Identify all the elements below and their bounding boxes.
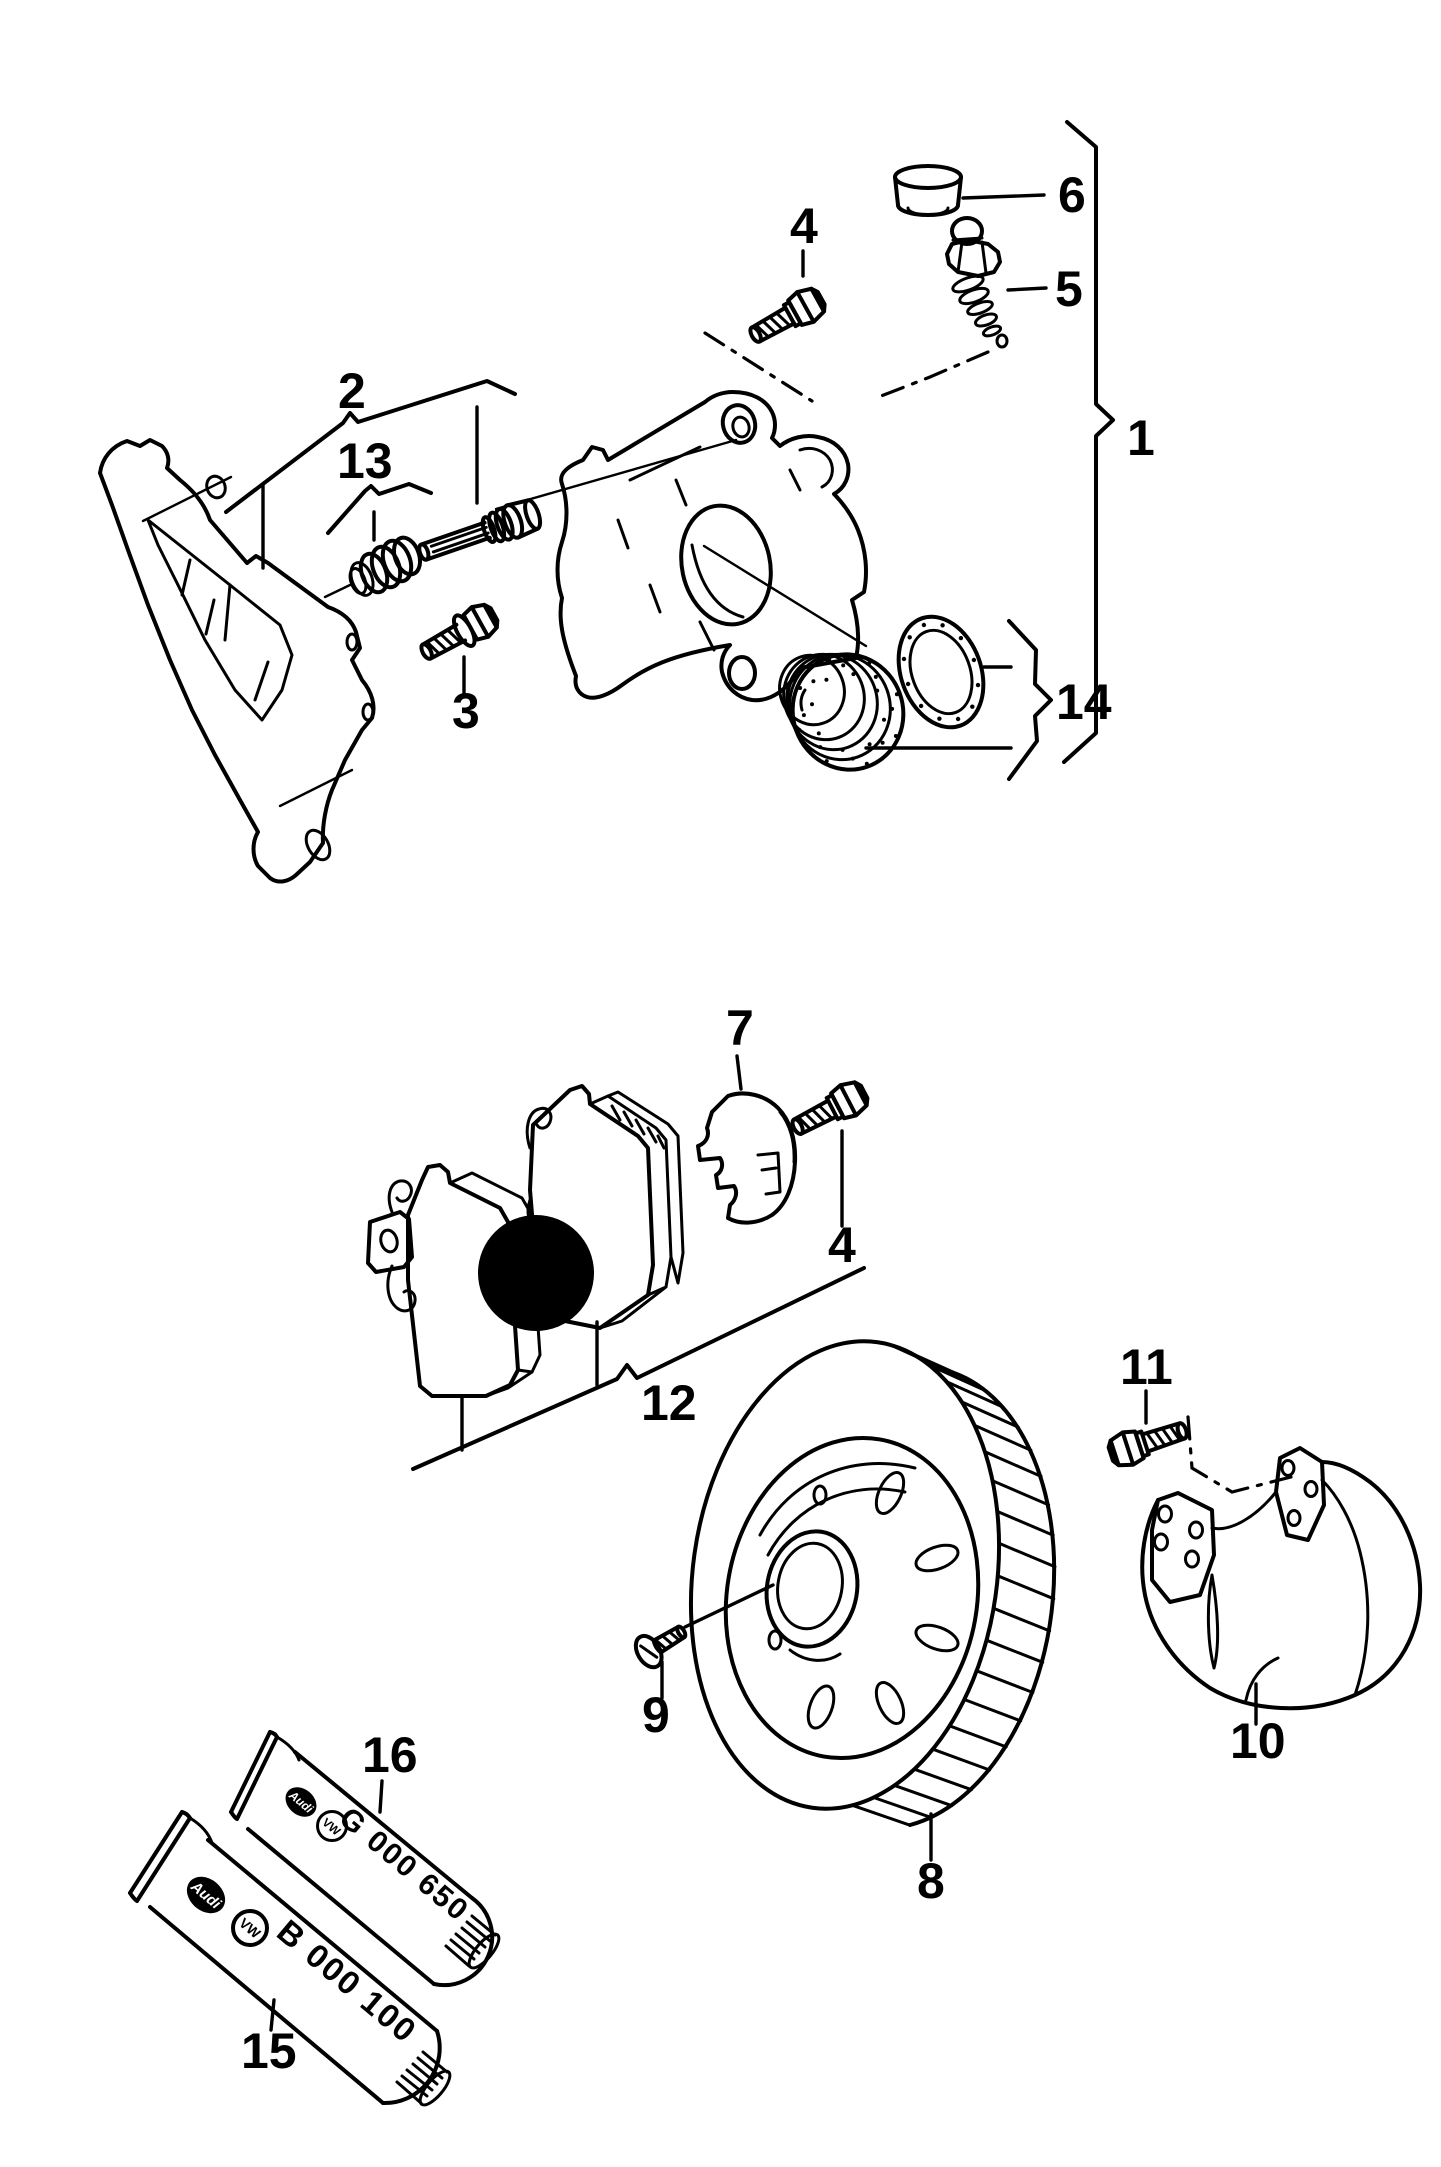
disc-screw xyxy=(633,1624,688,1670)
callout-6: 6 xyxy=(1058,167,1086,223)
dash-leader-bolt4 xyxy=(703,331,814,403)
callout-4-top: 4 xyxy=(790,198,818,254)
leader-7 xyxy=(735,1054,743,1091)
callout-4-mid: 4 xyxy=(828,1217,856,1273)
callout-9: 9 xyxy=(642,1687,670,1743)
guide-pin xyxy=(417,498,543,562)
bracket-13 xyxy=(326,482,433,535)
caliper-piston xyxy=(778,652,906,772)
brake-pad-carrier xyxy=(98,438,376,884)
leader-5 xyxy=(1006,286,1048,292)
callout-1: 1 xyxy=(1127,410,1155,466)
bracket-12 xyxy=(411,1266,866,1471)
leader-9-axis xyxy=(683,1583,775,1629)
bracket-14 xyxy=(1007,619,1053,781)
leader-15 xyxy=(269,1998,276,2032)
lubricant-tubes-group: Audi VW G 000 650 16 Audi VW B 000 100 1… xyxy=(128,1727,501,2107)
seal-dots xyxy=(901,622,981,722)
audi-logo-badge xyxy=(186,1876,226,1914)
callout-13: 13 xyxy=(337,433,393,489)
callout-10: 10 xyxy=(1230,1713,1286,1769)
caliper-assembly-group: 1 6 5 xyxy=(494,120,1155,781)
callout-15: 15 xyxy=(241,2023,297,2079)
tube-16-cap xyxy=(444,1914,501,1970)
bleeder-valve xyxy=(945,216,1009,349)
tube-15-cap xyxy=(395,2050,452,2107)
guide-bolt-middle xyxy=(790,1080,870,1136)
pad-retaining-plate xyxy=(696,1091,798,1225)
dash-leader-bleeder xyxy=(874,350,990,400)
redaction-dot xyxy=(478,1215,594,1331)
leader-6 xyxy=(961,193,1046,200)
callout-16: 16 xyxy=(362,1727,418,1783)
callout-12: 12 xyxy=(641,1375,697,1431)
callout-8: 8 xyxy=(917,1853,945,1909)
vw-logo-ring xyxy=(316,1810,348,1842)
callout-3: 3 xyxy=(452,683,480,739)
carrier-bolt xyxy=(419,602,500,661)
brake-pad-left xyxy=(366,1163,542,1398)
tube-16-part-number: G 000 650 xyxy=(333,1801,475,1928)
callout-14: 14 xyxy=(1056,674,1112,730)
caliper-housing xyxy=(494,390,868,703)
brake-pads-group: 7 4 12 xyxy=(366,1000,870,1471)
piston-knurl-dots xyxy=(797,658,899,766)
pad-carrier-group: 2 13 xyxy=(98,363,543,884)
splash-shield-group: 11 10 xyxy=(1106,1339,1423,1769)
vw-logo-ring xyxy=(231,1909,269,1947)
dash-leader-11 xyxy=(1186,1415,1293,1494)
guide-bolt-top xyxy=(748,286,827,344)
vw-logo-text: VW xyxy=(236,1915,264,1942)
bracket-1 xyxy=(1062,120,1115,764)
bracket-2 xyxy=(224,379,517,514)
piston-seal-ring xyxy=(896,614,986,730)
leader-16 xyxy=(378,1779,384,1814)
splash-shield xyxy=(1140,1446,1423,1711)
callout-2: 2 xyxy=(338,363,366,419)
guide-pin-sleeve xyxy=(323,535,423,599)
callout-5: 5 xyxy=(1055,261,1083,317)
brake-disc xyxy=(688,1339,1057,1827)
callout-11: 11 xyxy=(1120,1339,1173,1395)
audi-logo-badge xyxy=(285,1787,317,1817)
shield-bolt xyxy=(1106,1421,1189,1468)
disc-vent-ticks xyxy=(850,1343,1057,1827)
bleeder-dust-cap xyxy=(893,164,963,217)
brake-disc-group: 9 8 xyxy=(633,1339,1057,1909)
callout-7: 7 xyxy=(726,1000,754,1056)
